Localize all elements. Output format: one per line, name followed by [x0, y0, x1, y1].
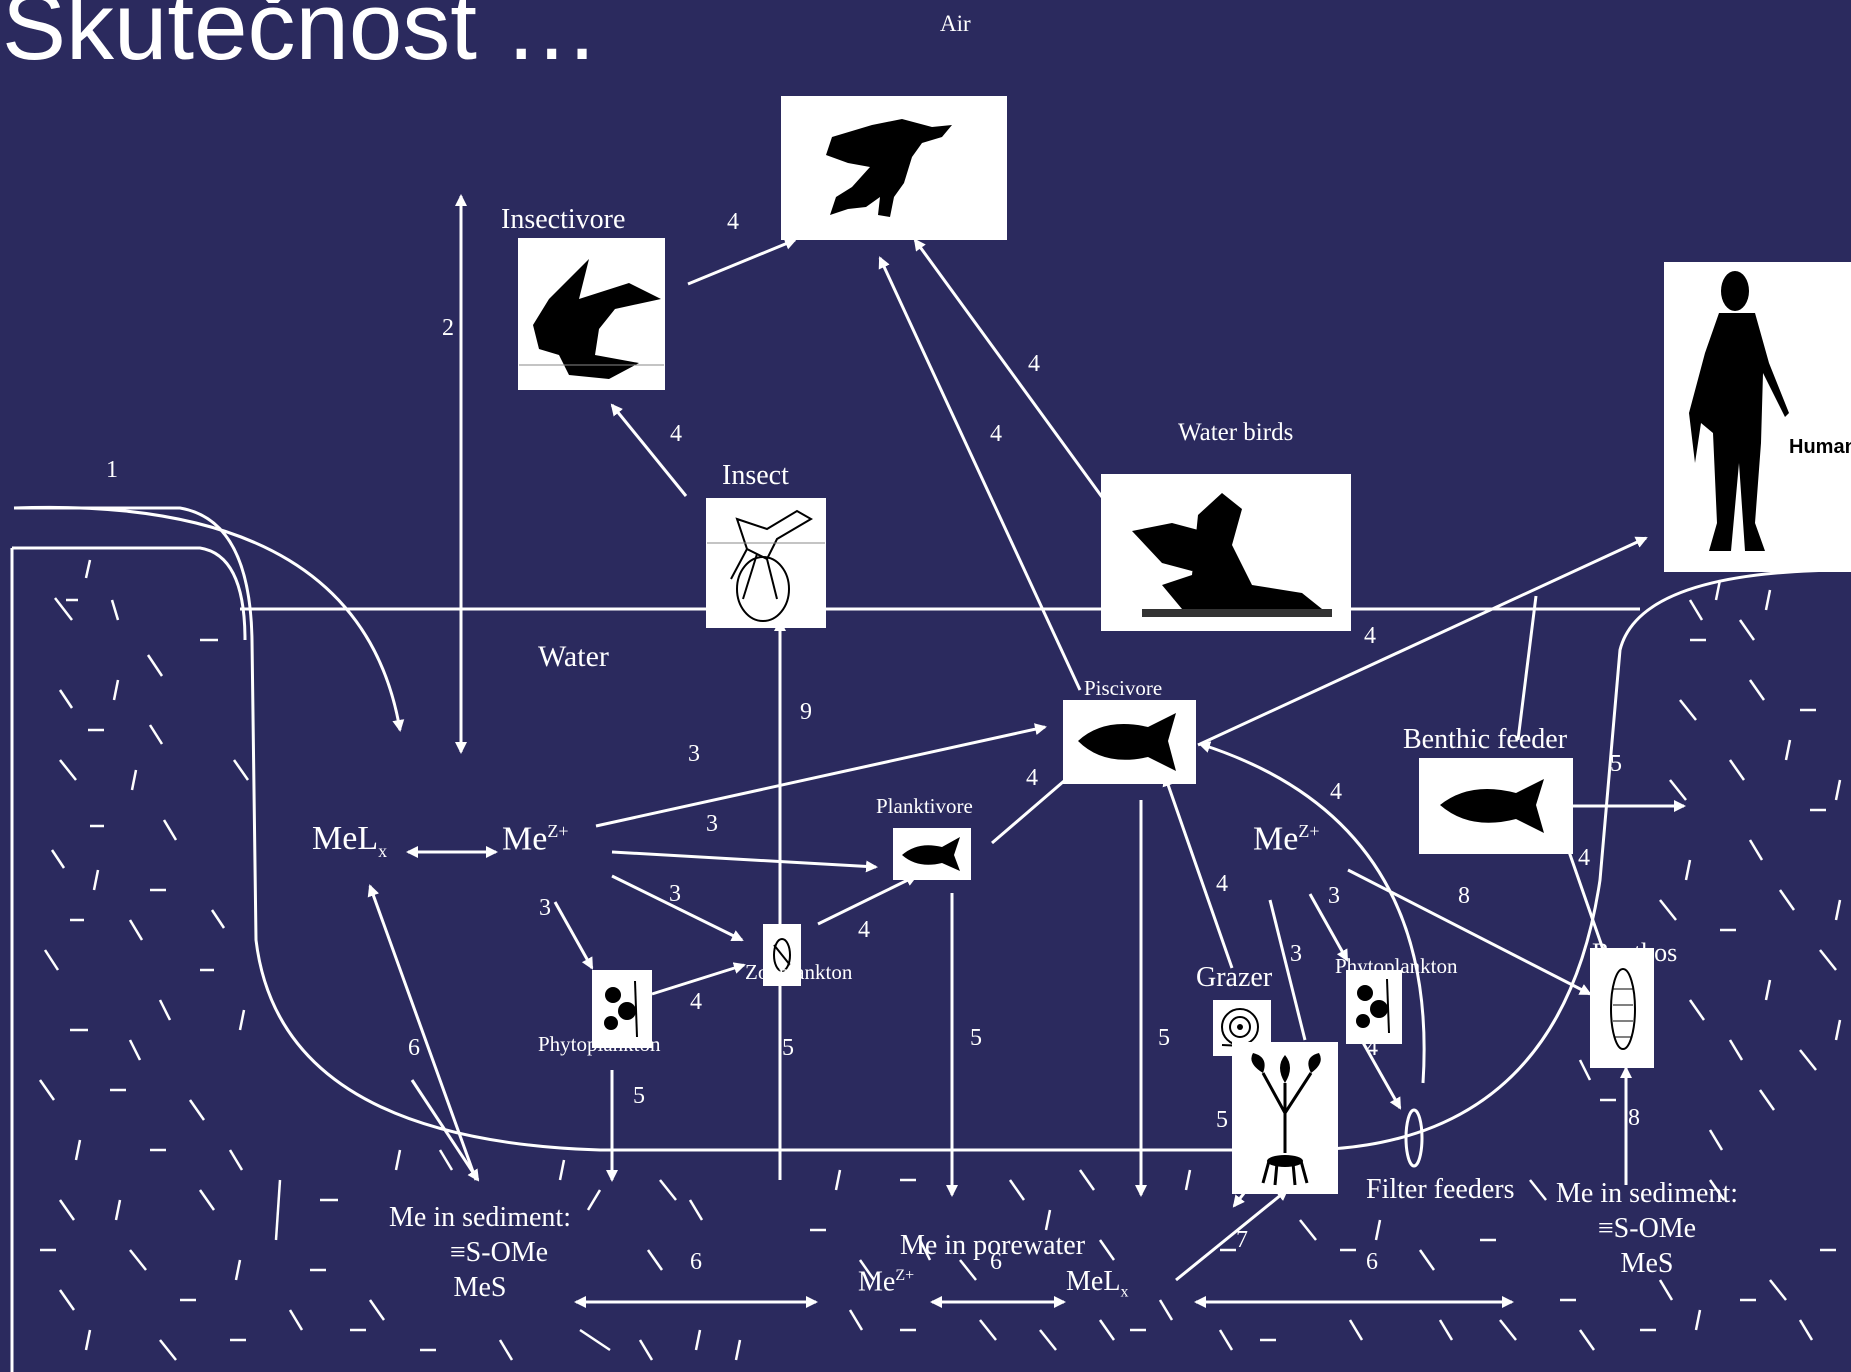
me-charge: Z+: [895, 1267, 915, 1284]
mel-base: MeL: [312, 820, 379, 857]
insect-label: Insect: [722, 460, 789, 491]
pathway-number: 5: [633, 1083, 645, 1109]
pathway-number: 3: [669, 881, 681, 907]
pathway-number: 2: [442, 315, 454, 341]
sediment-texture: [38, 559, 1842, 1361]
sediment-left-line-1: Me in sediment:: [389, 1202, 571, 1233]
sediment-left-line-2: ≡S-OMe: [449, 1237, 549, 1268]
pathway-number: 8: [1458, 883, 1470, 909]
phytoplankton-right-icon: [1346, 970, 1402, 1044]
pathway-number: 1: [106, 457, 118, 483]
pathway-number: 8: [1628, 1105, 1640, 1131]
zooplankton-icon: [763, 924, 801, 986]
pathway-number: 3: [688, 741, 700, 767]
planktivore-label: Planktivore: [876, 794, 973, 818]
humans-caption: Humans: [1789, 436, 1851, 458]
eagle-icon: [781, 96, 1007, 240]
sediment-right-line-2: ≡S-OMe: [1597, 1213, 1697, 1244]
mel-subscript: x: [378, 840, 388, 861]
grazer-label: Grazer: [1196, 962, 1273, 993]
me-z-right: MeZ+: [1253, 822, 1319, 856]
phytoplankton-left-icon: [592, 970, 652, 1048]
pathway-number: 7: [1236, 1227, 1248, 1253]
zooplankton-label: Zooplankton: [745, 960, 853, 984]
pathway-number: 4: [1330, 779, 1342, 805]
me-z-porewater: MeZ+: [858, 1268, 914, 1296]
pathway-number: 3: [539, 895, 551, 921]
insectivore-label: Insectivore: [501, 204, 626, 235]
sediment-left-block: Me in sediment: ≡S-OMe MeS: [385, 1200, 575, 1305]
porewater-label: Me in porewater: [900, 1230, 1086, 1261]
me-base: Me: [502, 820, 548, 858]
inflow-arrow: [13, 505, 405, 732]
pathway-number: 5: [1158, 1025, 1170, 1051]
pathway-number: 4: [858, 917, 870, 943]
sediment-right-line-3: MeS: [1620, 1248, 1674, 1279]
pathway-number: 6: [990, 1249, 1002, 1275]
pathway-number: 4: [690, 989, 702, 1015]
benthic-feeder-label: Benthic feeder: [1403, 724, 1568, 755]
mel-x-left: MeLx: [312, 822, 387, 860]
pathway-number: 9: [800, 699, 812, 725]
sediment-left-line-3: MeS: [453, 1272, 507, 1303]
benthos-icon: [1590, 948, 1654, 1068]
pathway-number: 4: [670, 421, 682, 447]
insect-icon: [706, 498, 826, 628]
loon-birds-icon: [1101, 474, 1351, 631]
pathway-number: 5: [782, 1035, 794, 1061]
mel-base: MeL: [1066, 1266, 1121, 1297]
pathway-number: 6: [1366, 1249, 1378, 1275]
sediment-right-line-1: Me in sediment:: [1556, 1178, 1738, 1209]
pathway-number: 5: [1610, 751, 1622, 777]
pathway-number: 3: [1290, 941, 1302, 967]
pathway-number: 4: [990, 421, 1002, 447]
pathway-number: 4: [1026, 765, 1038, 791]
water-label: Water: [538, 640, 609, 673]
water-birds-label: Water birds: [1178, 419, 1294, 446]
human-icon: Humans: [1664, 262, 1851, 572]
piscivore-fish-icon: [1063, 700, 1196, 784]
me-base: Me: [1253, 820, 1299, 858]
pathway-number: 4: [1216, 871, 1228, 897]
piscivore-label: Piscivore: [1084, 676, 1163, 700]
page-title: Skutečnost …: [2, 0, 600, 80]
pathway-number: 4: [1578, 845, 1590, 871]
planktivore-fish-icon: [893, 828, 971, 880]
me-base: Me: [858, 1266, 896, 1298]
benthic-feeder-fish-icon: [1419, 758, 1573, 854]
aquatic-plant-icon: [1232, 1042, 1338, 1194]
phytoplankton-right-label: Phytoplankton: [1335, 954, 1458, 978]
pathway-number: 3: [706, 811, 718, 837]
phytoplankton-left-label: Phytoplankton: [538, 1032, 661, 1056]
swallow-icon: [518, 238, 665, 390]
pathway-number: 3: [1328, 883, 1340, 909]
pathway-number: 5: [1216, 1107, 1228, 1133]
mel-x-porewater: MeLx: [1066, 1268, 1128, 1301]
mel-subscript: x: [1120, 1283, 1129, 1301]
filter-feeders-label: Filter feeders: [1366, 1174, 1515, 1205]
pathway-number: 6: [408, 1035, 420, 1061]
pathway-number: 6: [690, 1249, 702, 1275]
pathway-number: 4: [1366, 1035, 1378, 1061]
air-label: Air: [940, 11, 971, 36]
pathway-number: 4: [727, 209, 739, 235]
me-z-left: MeZ+: [502, 822, 568, 856]
benthos-label: Benthos: [1592, 938, 1678, 967]
sediment-right-block: Me in sediment: ≡S-OMe MeS: [1552, 1176, 1742, 1281]
me-charge: Z+: [1298, 821, 1320, 841]
pathway-number: 4: [1364, 623, 1376, 649]
lake-basin-inner: [12, 546, 247, 641]
pathway-number: 4: [1028, 351, 1040, 377]
pathway-number: 5: [970, 1025, 982, 1051]
me-charge: Z+: [547, 821, 569, 841]
